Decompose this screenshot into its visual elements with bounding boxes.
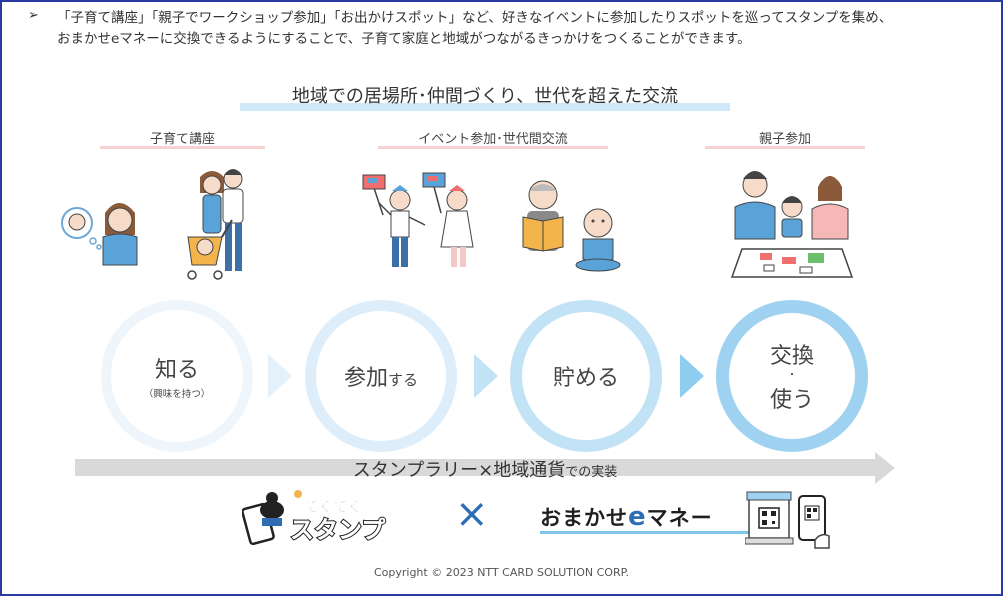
step-exchange-label: 交換 [769,344,814,369]
step-participate-label: 参加 [343,366,388,391]
tekuteku-stamp-logo: てくてく スタンプ [242,490,387,546]
implementation-main: スタンプラリー×地域通貨 [352,460,566,481]
emoney-e: e [628,502,647,532]
intro-text: 「子育て講座」「親子でワークショップ参加」「お出かけスポット」など、好きなイベン… [57,8,997,50]
emoney-post: マネー [646,506,713,530]
copyright: Copyright © 2023 NTT CARD SOLUTION CORP. [373,566,630,579]
headline: 地域での居場所･仲間づくり、世代を超えた交流 [240,82,730,111]
bullet-marker: ➢ [28,8,39,23]
category-parenting-course: 子育て講座 [100,128,265,149]
parenting-illustration [61,169,244,280]
step-exchange-dot: ・ [787,370,797,381]
category-event-exchange: イベント参加･世代間交流 [378,128,608,149]
event-illustration [362,172,621,272]
implementation-arrow-bar [75,459,875,476]
chevron-right-icon [680,354,704,398]
category-parent-child: 親子参加 [705,128,865,149]
step-participate: 参加する [305,300,457,452]
step-save-label: 貯める [552,366,619,391]
parent-child-illustration [730,171,854,278]
step-exchange-use: 交換 ・ 使う [716,300,868,452]
intro-line-2: おまかせeマネーに交換できるようにすることで、子育て家庭と地域がつながるきっかけ… [57,31,751,47]
omakase-emoney-logo: おまかせeマネー [540,502,713,532]
chevron-right-icon [474,354,498,398]
tekuteku-bottom-text: スタンプ [290,516,386,544]
step-use-label: 使う [769,388,814,413]
step-know-label: 知る [154,358,199,383]
emoney-pre: おまかせ [540,506,628,530]
times-icon: × [455,491,489,537]
emoney-underline [540,531,750,534]
step-participate-suffix: する [388,371,419,389]
implementation-text: スタンプラリー×地域通貨での実装 [75,456,895,482]
qr-payment-icon [745,491,830,549]
implementation-suffix: での実装 [565,465,618,480]
step-know: 知る （興味を持つ） [101,300,253,452]
step-know-sub: （興味を持つ） [143,389,211,400]
arrow-right-icon [875,452,895,484]
tekuteku-top-text: てくてく [304,498,363,516]
step-save: 貯める [510,300,662,452]
chevron-right-icon [268,354,292,398]
intro-line-1: 「子育て講座」「親子でワークショップ参加」「お出かけスポット」など、好きなイベン… [57,10,893,26]
